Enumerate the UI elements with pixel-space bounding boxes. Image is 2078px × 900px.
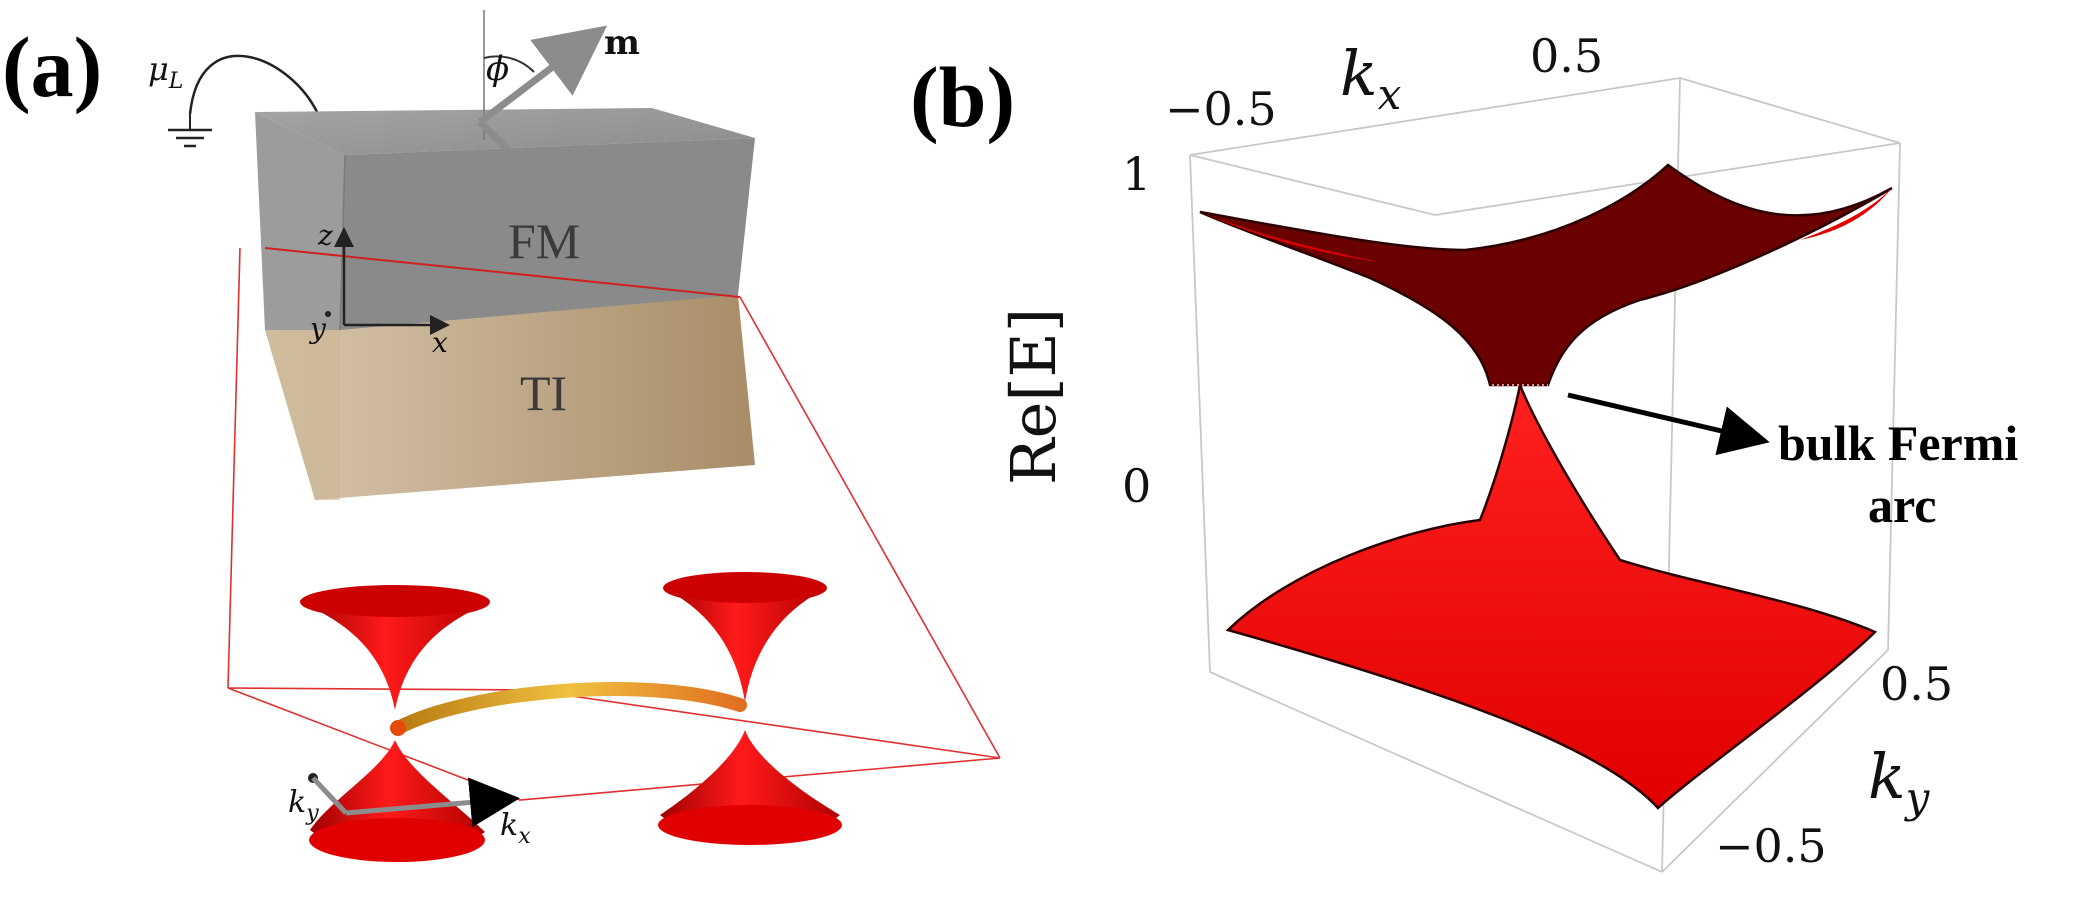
- real-space-axes: z y x: [308, 219, 450, 359]
- fm-block: [255, 108, 755, 331]
- z-tick-1: 0: [1122, 459, 1151, 513]
- ground-lead: [188, 54, 320, 115]
- fm-front-face: [340, 138, 755, 330]
- x-axis-label: x: [432, 326, 448, 359]
- ground-symbol: [168, 54, 320, 148]
- ti-label: TI: [520, 365, 567, 421]
- phi-label: ϕ: [486, 49, 509, 89]
- k-space-axes: ky kx: [288, 773, 531, 849]
- panel-a: (a) μL: [2, 10, 1001, 862]
- ti-block: [265, 295, 755, 500]
- projection-right: [739, 296, 1001, 759]
- m-arrow-base: [477, 119, 511, 153]
- fm-side-face: [255, 112, 345, 330]
- kx-axis-title: kx: [1340, 37, 1402, 119]
- panel-b: (b) bulk Fermi arc kx −0.5 0.5 1: [910, 29, 2018, 873]
- annotation-arrow: [1567, 392, 1770, 456]
- y-axis-label: y: [308, 312, 327, 345]
- bz-plane: [227, 687, 1001, 801]
- projection-left: [227, 247, 241, 689]
- fm-label: FM: [508, 213, 580, 269]
- weyl-cone-left: [300, 585, 490, 862]
- mu-label: μL: [148, 50, 183, 94]
- ky-tick-0: 0.5: [1880, 657, 1953, 711]
- m-label: m: [604, 23, 640, 63]
- z-axis-label: z: [317, 219, 333, 252]
- fm-top-face: [255, 108, 755, 155]
- annotation-line-2: arc: [1868, 477, 1936, 533]
- phi-arc: [483, 55, 535, 73]
- upper-band-surface: [1199, 163, 1893, 387]
- kx-axis-arrow: [345, 777, 520, 828]
- ky-axis: [311, 776, 348, 815]
- weyl-cone-right: [658, 572, 842, 845]
- z-tick-0: 1: [1122, 147, 1151, 201]
- panel-b-label: (b): [910, 49, 1015, 145]
- ti-front-face: [265, 295, 755, 500]
- z-axis-title: Re[E]: [997, 308, 1070, 485]
- annotation-line-1: bulk Fermi: [1778, 415, 2018, 471]
- panel-a-label: (a): [2, 19, 102, 115]
- kx-tick-1: 0.5: [1530, 29, 1603, 83]
- ky-tick-1: −0.5: [1715, 819, 1827, 873]
- fermi-arc: [391, 682, 747, 735]
- kx-label: kx: [500, 808, 531, 849]
- m-arrow: [477, 25, 608, 125]
- lower-band-surface: [1225, 380, 1878, 810]
- ky-label: ky: [288, 785, 319, 826]
- ky-axis-title: ky: [1868, 740, 1931, 822]
- magnetization-vector: ϕ m: [477, 10, 640, 153]
- kx-tick-0: −0.5: [1165, 82, 1277, 136]
